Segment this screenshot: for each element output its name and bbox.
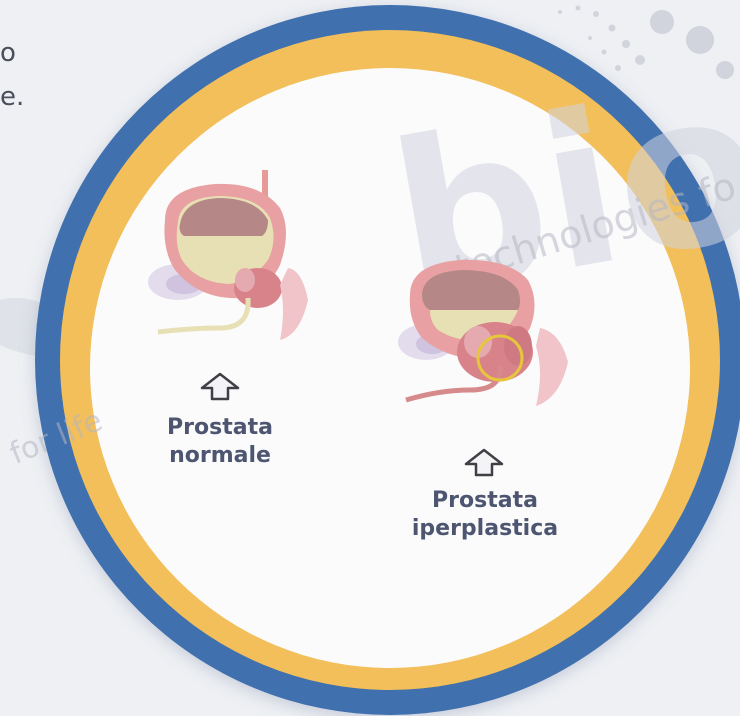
label-normal-line2: normale xyxy=(135,442,305,470)
label-hyperplastic: Prostata iperplastica xyxy=(400,487,570,543)
cut-off-text-line2: e. xyxy=(0,82,24,112)
prostate-hyperplastic-illustration xyxy=(390,250,600,420)
label-normal: Prostata normale xyxy=(135,414,305,470)
label-hyperplastic-line1: Prostata xyxy=(400,487,570,515)
cut-off-text-line1: o xyxy=(0,38,16,68)
up-arrow-icon xyxy=(462,448,506,478)
label-hyperplastic-line2: iperplastica xyxy=(400,515,570,543)
prostate-normal-illustration xyxy=(140,160,340,360)
label-normal-line1: Prostata xyxy=(135,414,305,442)
up-arrow-icon xyxy=(198,372,242,402)
